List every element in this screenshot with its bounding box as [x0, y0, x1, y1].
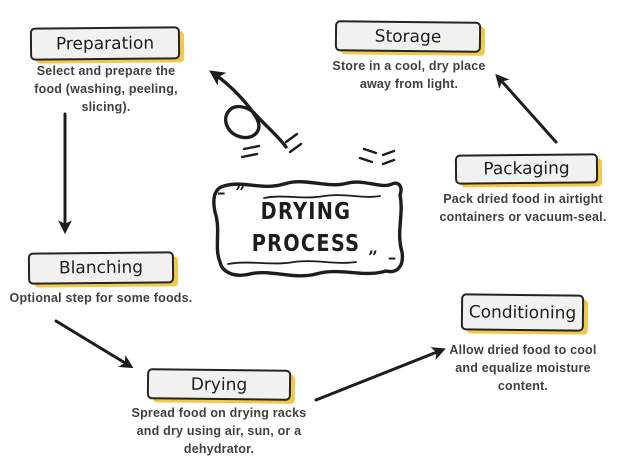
node-label-preparation: Preparation — [55, 33, 155, 54]
arrow-packaging-to-storage — [495, 73, 558, 144]
node-box-blanching: Blanching — [27, 251, 175, 285]
arrow-drying-to-conditioning — [314, 347, 446, 402]
node-desc-drying: Spread food on drying racks and dry usin… — [131, 406, 307, 456]
node-label-storage: Storage — [374, 26, 442, 47]
diagram-title-line1: DRYING — [260, 199, 352, 225]
node-box-packaging: Packaging — [454, 153, 599, 185]
arrow-blanching-to-drying — [54, 319, 134, 369]
node-desc-blanching: Optional step for some foods. — [9, 291, 193, 305]
speed-dashes-right — [358, 147, 396, 166]
diagram-title-line2: PROCESS — [251, 230, 361, 257]
node-label-packaging: Packaging — [483, 158, 570, 180]
center-title-box: DRYING PROCESS — [206, 170, 406, 290]
curly-arrow-center-to-preparation — [209, 70, 288, 149]
node-box-storage: Storage — [334, 20, 482, 53]
wavy-border-graphic — [212, 180, 405, 278]
node-desc-conditioning: Allow dried food to cool and equalize mo… — [449, 343, 597, 393]
node-box-drying: Drying — [146, 368, 292, 401]
node-label-drying: Drying — [190, 374, 248, 395]
quote-mark-bottom-right: ” – — [368, 248, 399, 268]
diagram-title: DRYING PROCESS — [222, 197, 390, 260]
node-desc-packaging: Pack dried food in airtight containers o… — [439, 192, 607, 224]
node-box-conditioning: Conditioning — [460, 293, 585, 332]
node-desc-preparation: Select and prepare the food (washing, pe… — [34, 64, 178, 114]
quote-mark-top-left: – ” — [217, 183, 248, 203]
node-box-preparation: Preparation — [29, 26, 181, 61]
node-label-blanching: Blanching — [58, 257, 144, 279]
speed-dashes-left — [240, 132, 303, 159]
node-label-conditioning: Conditioning — [468, 301, 577, 324]
node-desc-storage: Store in a cool, dry place away from lig… — [332, 59, 486, 91]
